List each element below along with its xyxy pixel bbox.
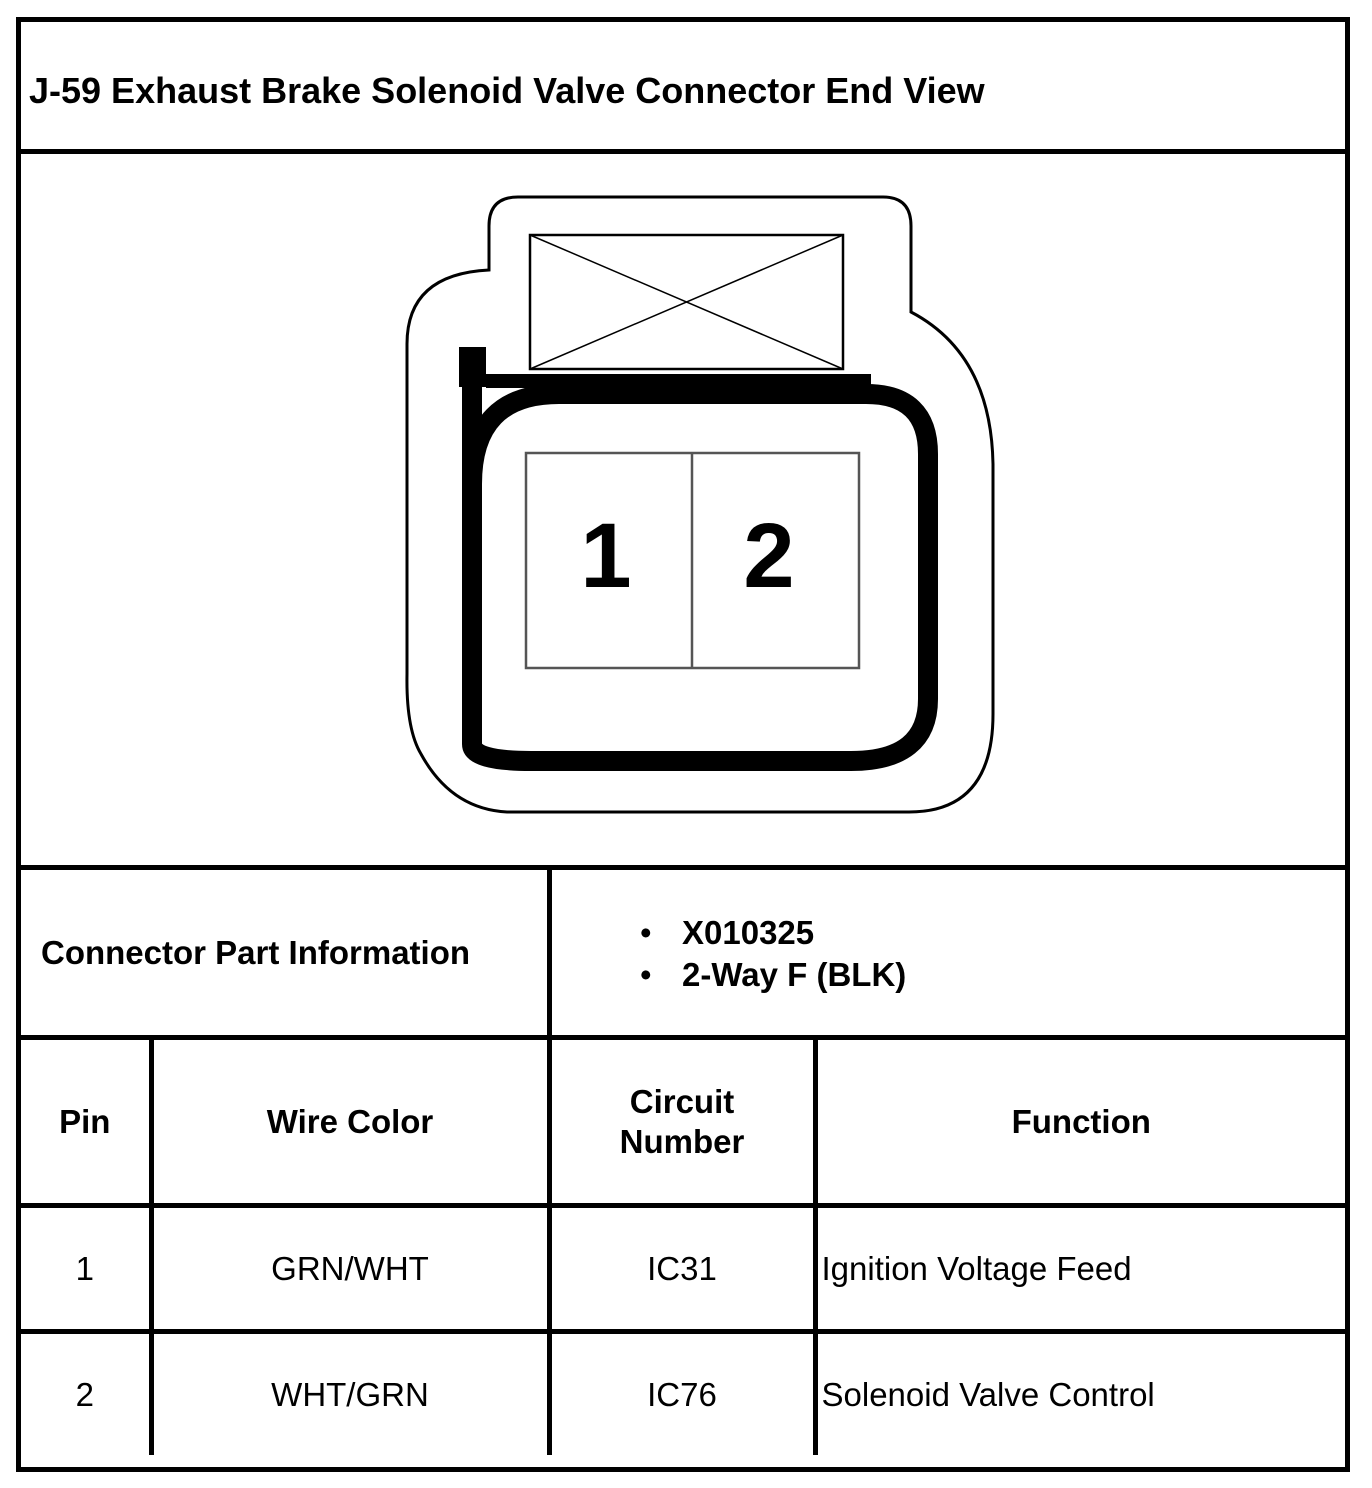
page-title: J-59 Exhaust Brake Solenoid Valve Connec…: [29, 70, 985, 111]
latch-box: [528, 233, 845, 371]
connector-sheet: J-59 Exhaust Brake Solenoid Valve Connec…: [16, 17, 1350, 1472]
part-number: X010325: [682, 914, 815, 951]
pin-cavities: 1 2: [524, 451, 861, 670]
title-row: J-59 Exhaust Brake Solenoid Valve Connec…: [21, 22, 1345, 154]
part-info-row: Connector Part Information • X010325 • 2…: [21, 870, 1345, 1040]
cell-circuit: IC31: [546, 1203, 818, 1334]
part-info-label: Connector Part Information: [41, 934, 471, 971]
cell-circuit: IC76: [546, 1329, 818, 1455]
cavity-label-1: 1: [580, 505, 631, 607]
connector-inner-frame: [462, 347, 938, 771]
connector-end-view-drawing: 1 2: [405, 195, 995, 814]
list-item: • X010325: [640, 912, 906, 954]
cell-function: Solenoid Valve Control: [812, 1329, 1345, 1455]
list-item: • 2-Way F (BLK): [640, 954, 906, 996]
cell-pin: 2: [21, 1329, 154, 1455]
connector-housing-outline: [405, 195, 995, 814]
bullet-icon: •: [640, 914, 652, 951]
pin-table: Pin Wire Color Circuit Number Function 1…: [21, 1040, 1345, 1455]
cell-pin: 1: [21, 1203, 154, 1334]
header-circuit-line1: Circuit: [629, 1082, 735, 1120]
connector-diagram: 1 2: [21, 154, 1345, 870]
table-row: 1 GRN/WHT IC31 Ignition Voltage Feed: [21, 1203, 1345, 1334]
header-wire-color: Wire Color: [148, 1040, 552, 1208]
header-pin: Pin: [21, 1040, 154, 1208]
cell-function: Ignition Voltage Feed: [812, 1203, 1345, 1334]
cavity-label-2: 2: [743, 505, 794, 607]
header-function: Function: [812, 1040, 1345, 1208]
part-info-values-cell: • X010325 • 2-Way F (BLK): [552, 870, 1345, 1035]
cell-wire-color: WHT/GRN: [148, 1329, 552, 1455]
bullet-icon: •: [640, 956, 652, 993]
table-header-row: Pin Wire Color Circuit Number Function: [21, 1040, 1345, 1208]
key-tab: [459, 347, 486, 387]
table-row: 2 WHT/GRN IC76 Solenoid Valve Control: [21, 1329, 1345, 1455]
part-info-label-cell: Connector Part Information: [21, 870, 552, 1035]
header-circuit-number: Circuit Number: [546, 1040, 818, 1208]
connector-description: 2-Way F (BLK): [682, 956, 907, 993]
header-circuit-line2: Number: [619, 1122, 745, 1160]
part-info-list: • X010325 • 2-Way F (BLK): [640, 912, 906, 996]
cell-wire-color: GRN/WHT: [148, 1203, 552, 1334]
